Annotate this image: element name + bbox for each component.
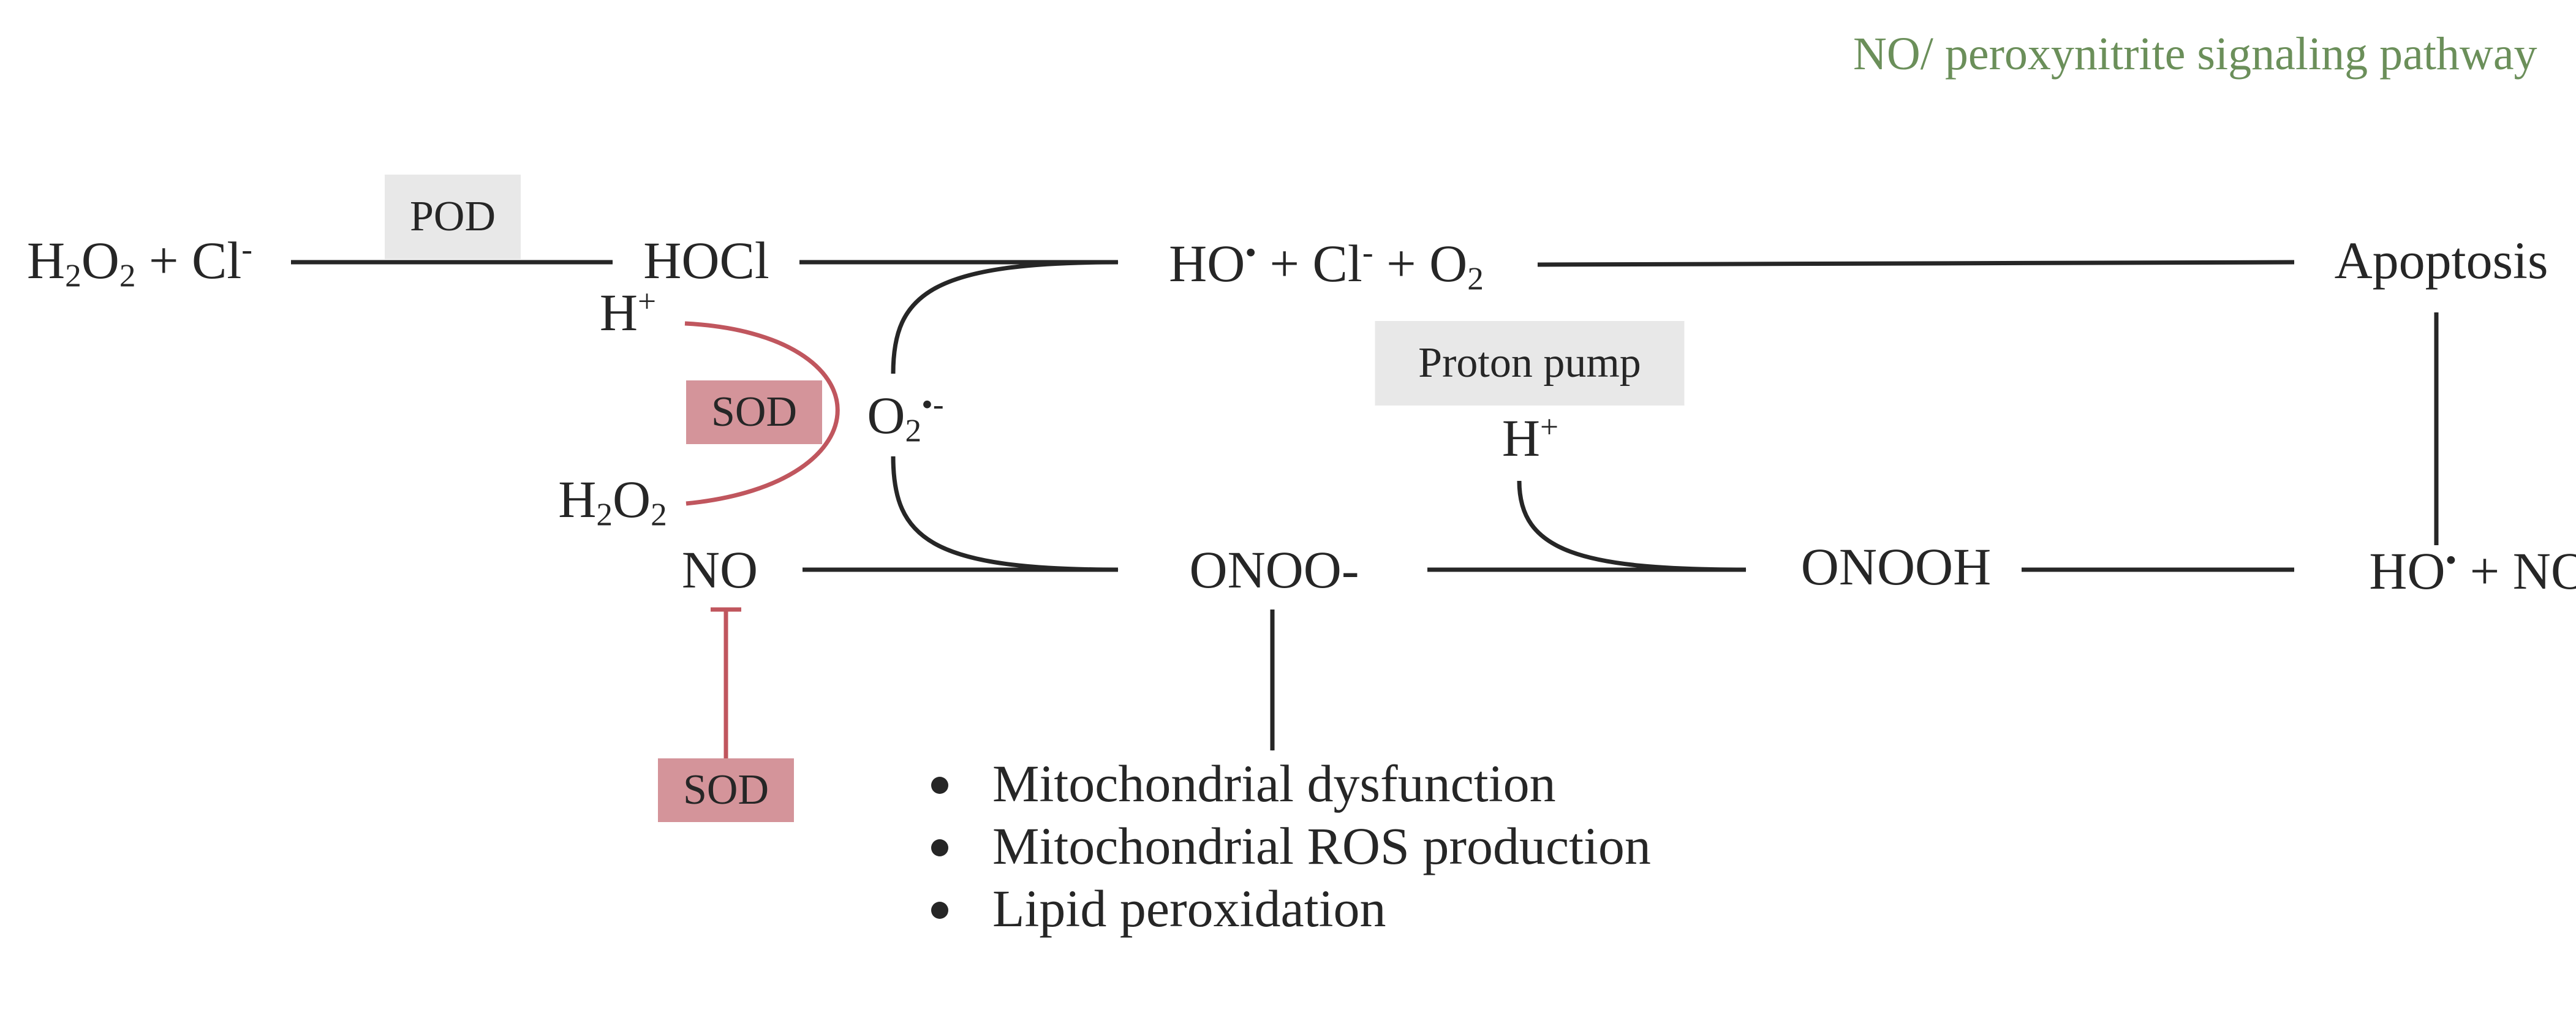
arrow-proton-to-onooh xyxy=(1517,480,1747,572)
h2o2-plus-chloride: H2O2 + Cl- xyxy=(26,230,253,294)
outcome-lipid-peroxidation: Lipid peroxidation xyxy=(919,877,1651,940)
outcome-mitochondrial-ros: Mitochondrial ROS production xyxy=(919,815,1651,877)
inhibition-sod-no xyxy=(711,607,741,760)
hydrogen-peroxide: H2O2 xyxy=(558,470,667,533)
nitric-oxide: NO xyxy=(681,540,758,599)
peroxynitrite-effects-list: Mitochondrial dysfunction Mitochondrial … xyxy=(919,752,1651,940)
sod-enzyme-top: SOD xyxy=(686,380,822,444)
proton-pump-box: Proton pump xyxy=(1375,321,1685,406)
proton-h-plus: H+ xyxy=(599,282,657,342)
hydroxyl-nitrogen-dioxide: HO• + NO2 xyxy=(2369,541,2576,600)
outcome-mitochondrial-dysfunction: Mitochondrial dysfunction xyxy=(919,752,1651,815)
peroxynitrous-acid: ONOOH xyxy=(1800,537,1992,596)
hypochlorous-acid: HOCl xyxy=(643,231,769,290)
sod-enzyme-bottom: SOD xyxy=(658,758,794,822)
superoxide-anion: O2•- xyxy=(867,385,944,449)
apoptosis: Apoptosis xyxy=(2334,231,2548,290)
hydroxyl-chloride-oxygen: HO• + Cl- + O2 xyxy=(1169,233,1484,297)
diagram-title: NO/ peroxynitrite signaling pathway xyxy=(1853,28,2537,80)
arrow-sod-h-to-h2o2 xyxy=(684,321,840,506)
arrow-superoxide-to-peroxynitrite xyxy=(891,456,1119,572)
arrow-superoxide-to-hydroxyl xyxy=(891,260,1119,374)
arrow-hydroxyl-to-apoptosis xyxy=(1537,260,2295,267)
proton-h-plus-2: H+ xyxy=(1501,408,1559,467)
peroxynitrite: ONOO- xyxy=(1189,540,1359,599)
pod-enzyme: POD xyxy=(385,175,521,259)
